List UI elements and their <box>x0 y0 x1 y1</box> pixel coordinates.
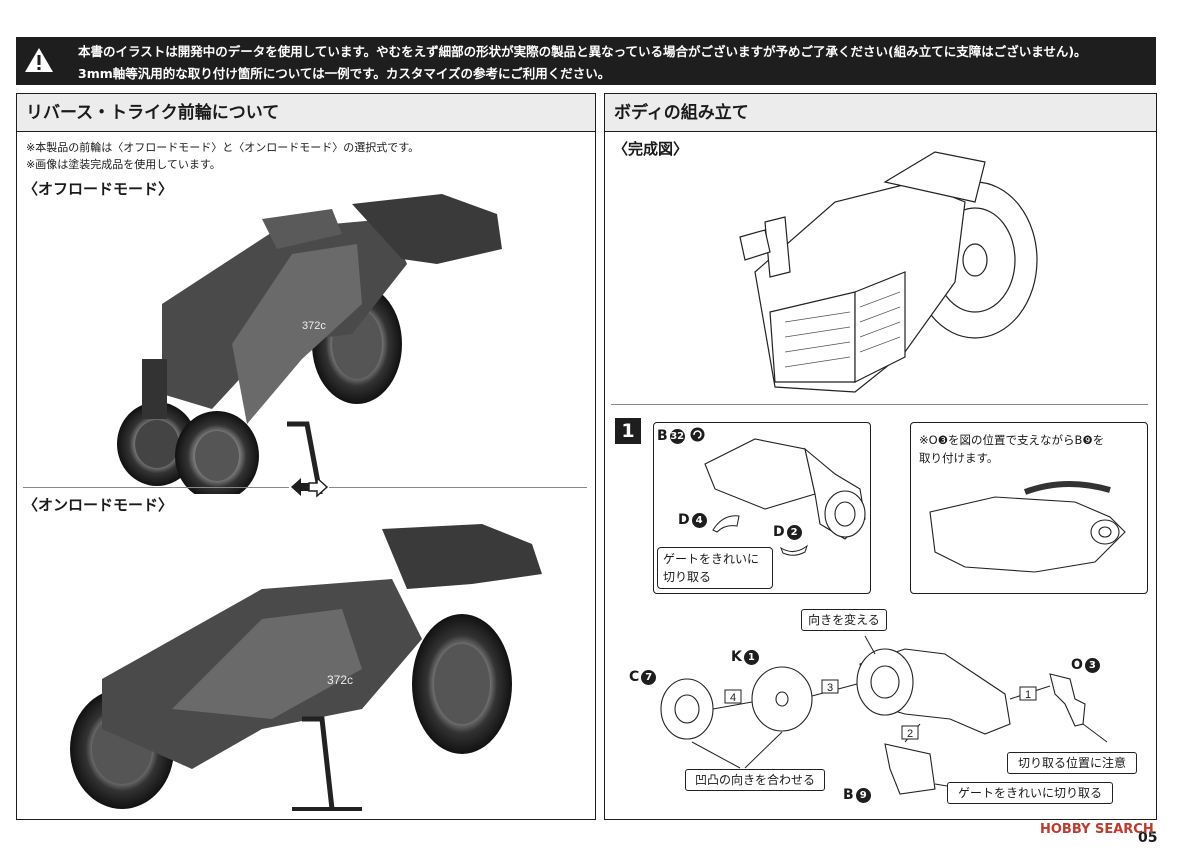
hobby-search-logo: HOBBY SEARCH <box>1040 822 1154 837</box>
support-note-line-1: ※O❸を図の位置で支えながらB❾を <box>919 433 1105 447</box>
b32-part-drawing <box>704 438 866 540</box>
watermark: HOBBY SEARCH <box>1040 822 1154 847</box>
order-2: 2 <box>907 728 913 740</box>
swap-arrow-icon <box>291 476 329 498</box>
b32-part-box <box>653 422 871 594</box>
divider-line <box>23 487 289 488</box>
part-d4-number: 4 <box>691 513 707 528</box>
support-note-line-2: 取り付けます。 <box>919 451 999 465</box>
notice-line-2: 3mm軸等汎用的な取り付け箇所については一例です。カスタマイズの参考にご利用くだ… <box>78 66 611 81</box>
o3-support-box <box>910 422 1148 594</box>
order-4: 4 <box>730 692 736 704</box>
turn-direction-callout: 向きを変える <box>801 609 887 631</box>
body-assembly-title: ボディの組み立て <box>605 94 1156 132</box>
part-b32-number: 32 <box>669 429 685 444</box>
warning-icon <box>25 48 53 72</box>
assembly-drawing: 4 3 2 1 <box>660 635 1108 795</box>
gate-cut-callout-2: ゲートをきれいに切り取る <box>947 782 1113 804</box>
offroad-bike-photo: 372c <box>117 194 502 494</box>
part-c7-number: 7 <box>641 670 657 685</box>
part-o3-number: 3 <box>1084 658 1100 673</box>
cut-position-callout: 切り取る位置に注意 <box>1007 752 1137 774</box>
step-number: 1 <box>615 418 641 444</box>
part-k1-number: 1 <box>743 650 759 665</box>
notice-bar: 本書のイラストは開発中のデータを使用しています。やむをえず細部の形状が実際の製品… <box>16 37 1156 85</box>
order-3: 3 <box>827 682 833 694</box>
notice-line-1: 本書のイラストは開発中のデータを使用しています。やむをえず細部の形状が実際の製品… <box>78 44 1087 59</box>
bike-number-onroad: 372c <box>327 673 353 687</box>
offroad-mode-title: 〈オフロードモード〉 <box>23 180 174 198</box>
rotate-icon <box>690 427 705 442</box>
reverse-trike-panel: リバース・トライク前輪について ※本製品の前輪は〈オフロードモード〉と〈オンロー… <box>16 93 596 820</box>
onroad-bike-photo: 372c <box>70 524 542 811</box>
bike-number-offroad: 372c <box>302 320 326 332</box>
section-divider <box>611 404 1148 405</box>
order-1: 1 <box>1025 689 1031 701</box>
d4-part-drawing <box>712 515 740 533</box>
d2-part-drawing <box>779 544 808 556</box>
divider-line-right <box>329 487 587 488</box>
part-b9-number: 9 <box>855 788 871 803</box>
completed-drawing <box>739 151 1038 393</box>
part-d2-number: 2 <box>786 525 802 540</box>
completed-label: 〈完成図〉 <box>613 140 689 158</box>
gate-cut-callout: ゲートをきれいに 切り取る <box>657 547 773 589</box>
gate-note-line-1: ゲートをきれいに <box>663 552 760 566</box>
gate-note-line-2: 切り取る <box>663 570 712 584</box>
onroad-mode-title: 〈オンロードモード〉 <box>23 496 174 514</box>
o3-placement-drawing <box>929 481 1126 573</box>
note-painted: ※画像は塗装完成品を使用しています。 <box>26 158 221 171</box>
note-selection: ※本製品の前輪は〈オフロードモード〉と〈オンロードモード〉の選択式です。 <box>26 141 420 154</box>
page-number: 05 <box>1138 830 1158 846</box>
align-notch-callout: 凹凸の向きを合わせる <box>685 769 825 791</box>
reverse-trike-title: リバース・トライク前輪について <box>17 94 595 132</box>
